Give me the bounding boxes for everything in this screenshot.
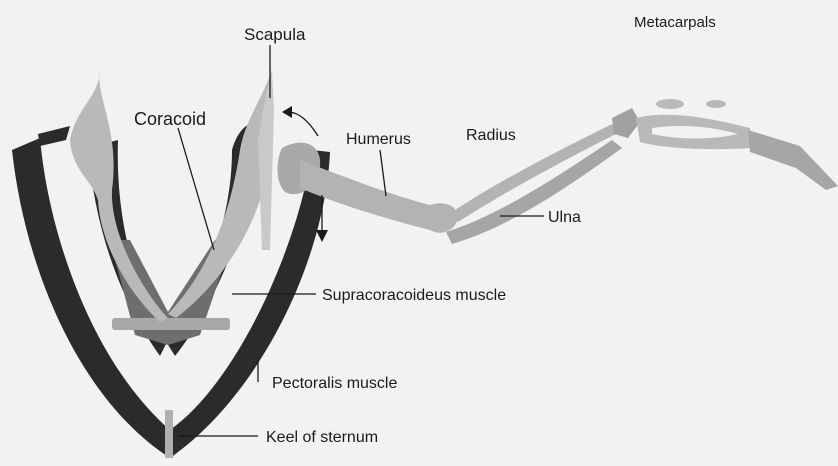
scapula-bone [258, 70, 274, 250]
metacarpal-small-bone-2 [706, 100, 726, 108]
supracoracoideus-label: Supracoracoideus muscle [322, 287, 506, 304]
humerus-bone [300, 160, 458, 233]
metacarpal-small-bone-1 [656, 99, 684, 109]
downstroke-arrowhead [316, 230, 328, 242]
upstroke-arrow [288, 112, 318, 136]
keel-highlight [165, 410, 173, 458]
coracoid-leader [178, 128, 214, 250]
sternum-plate [112, 318, 230, 330]
coracoid-label: Coracoid [134, 109, 206, 129]
wrist-bones [612, 108, 640, 138]
keel-label: Keel of sternum [266, 429, 378, 446]
pectoralis-label: Pectoralis muscle [272, 375, 397, 392]
radius-label: Radius [466, 127, 516, 144]
ulna-label: Ulna [548, 209, 581, 226]
metacarpals-label: Metacarpals [634, 14, 716, 31]
coracoid-right-bone [168, 70, 272, 318]
metacarpal-bones [636, 115, 752, 149]
scapula-label: Scapula [244, 25, 306, 44]
humerus-leader [380, 150, 386, 196]
pectoralis-left-cap [38, 126, 70, 146]
upstroke-arrowhead [282, 106, 292, 118]
digit-bones [748, 130, 838, 190]
humerus-label: Humerus [346, 131, 411, 148]
ulna-bone [446, 140, 622, 244]
